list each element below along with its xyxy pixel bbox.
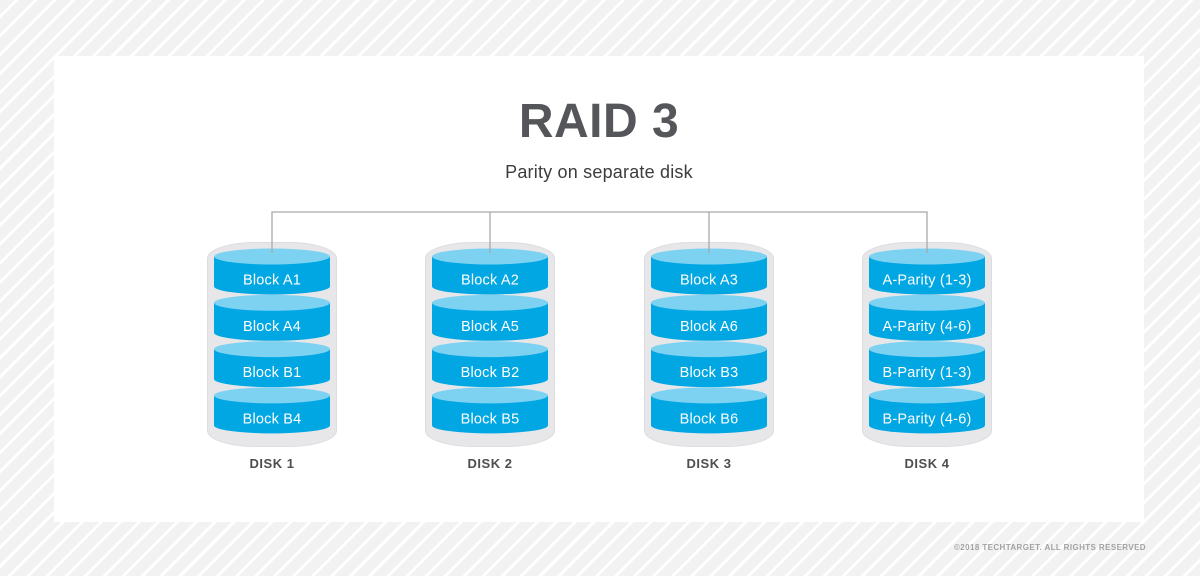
disk-block-label: Block A5 bbox=[461, 319, 519, 335]
block-body bbox=[432, 395, 548, 434]
disk-label-1: DISK 1 bbox=[249, 456, 295, 471]
block-body bbox=[651, 349, 767, 388]
disk-block-label: B-Parity (1-3) bbox=[882, 365, 971, 381]
block-top bbox=[432, 387, 548, 404]
page-title: RAID 3 bbox=[518, 95, 680, 148]
diagram-card: RAID 3 Parity on separate disk Block A1 … bbox=[54, 56, 1144, 522]
disk-block-label: Block B1 bbox=[243, 365, 302, 381]
block-top bbox=[869, 248, 985, 265]
block-body bbox=[214, 349, 330, 388]
block-body bbox=[651, 395, 767, 434]
block-body bbox=[214, 256, 330, 295]
block-top bbox=[869, 341, 985, 358]
block-top bbox=[869, 387, 985, 404]
block-body bbox=[214, 302, 330, 341]
block-body bbox=[432, 349, 548, 388]
block-top bbox=[651, 248, 767, 265]
block-body bbox=[432, 256, 548, 295]
block-body bbox=[869, 256, 985, 295]
block-body bbox=[869, 349, 985, 388]
block-top bbox=[651, 387, 767, 404]
block-top bbox=[214, 248, 330, 265]
disk-block-label: Block A2 bbox=[461, 273, 519, 289]
page-subtitle: Parity on separate disk bbox=[505, 162, 693, 182]
disk-label-3: DISK 3 bbox=[686, 456, 732, 471]
disk-block-label: Block B6 bbox=[680, 411, 739, 427]
block-body bbox=[432, 302, 548, 341]
disk-block-label: B-Parity (4-6) bbox=[882, 411, 971, 427]
disk-block-label: A-Parity (4-6) bbox=[882, 319, 971, 335]
block-top bbox=[651, 341, 767, 358]
block-body bbox=[214, 395, 330, 434]
disk-block-label: Block A4 bbox=[243, 319, 301, 335]
disk-block-label: Block A3 bbox=[680, 273, 738, 289]
block-top bbox=[214, 341, 330, 358]
copyright-text: ©2018 TECHTARGET. ALL RIGHTS RESERVED bbox=[954, 543, 1146, 552]
block-body bbox=[869, 302, 985, 341]
disk-block-label: Block B3 bbox=[680, 365, 739, 381]
disk-block-label: A-Parity (1-3) bbox=[882, 273, 971, 289]
block-body bbox=[651, 256, 767, 295]
block-top bbox=[869, 294, 985, 311]
disk-cylinder-3: Block A3 Block A6 Block B3 Block B6 bbox=[644, 242, 774, 447]
disk-label-2: DISK 2 bbox=[467, 456, 513, 471]
disk-block-label: Block B5 bbox=[461, 411, 520, 427]
disk-block-label: Block B2 bbox=[461, 365, 520, 381]
block-body bbox=[869, 395, 985, 434]
block-top bbox=[432, 294, 548, 311]
disk-block-label: Block A6 bbox=[680, 319, 738, 335]
disk-cylinder-1: Block A1 Block A4 Block B1 Block B4 bbox=[207, 242, 337, 447]
block-top bbox=[432, 341, 548, 358]
disk-cylinder-2: Block A2 Block A5 Block B2 Block B5 bbox=[425, 242, 555, 447]
disk-label-4: DISK 4 bbox=[904, 456, 950, 471]
disk-cylinder-4: A-Parity (1-3) A-Parity (4-6) B-Parity (… bbox=[862, 242, 992, 447]
block-top bbox=[651, 294, 767, 311]
block-top bbox=[214, 294, 330, 311]
block-top bbox=[214, 387, 330, 404]
block-top bbox=[432, 248, 548, 265]
block-body bbox=[651, 302, 767, 341]
disk-block-label: Block B4 bbox=[243, 411, 302, 427]
bus-line bbox=[271, 211, 928, 253]
disk-block-label: Block A1 bbox=[243, 273, 301, 289]
